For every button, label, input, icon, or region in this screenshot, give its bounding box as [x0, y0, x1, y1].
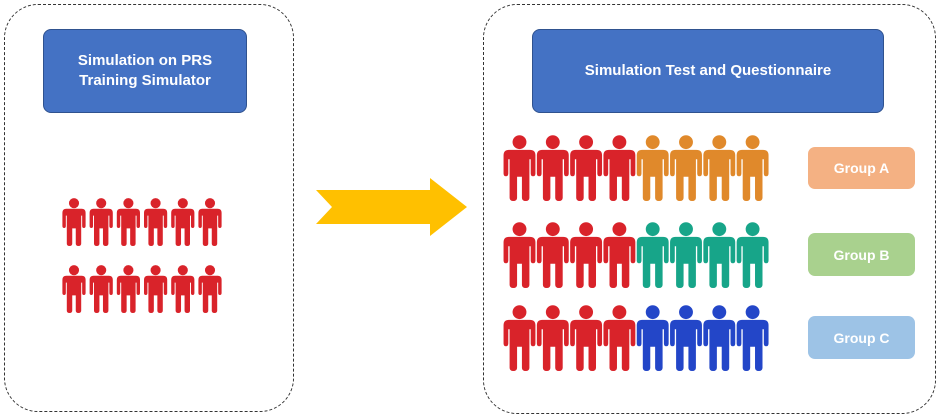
group-b-label: Group B — [808, 233, 915, 276]
control-participant-icon — [570, 305, 603, 371]
control-participant-icon — [603, 222, 636, 288]
control-participant-icon — [570, 222, 603, 288]
group-participant-icon — [670, 305, 702, 371]
test-questionnaire-title: Simulation Test and Questionnaire — [532, 29, 884, 113]
control-participant-icon — [603, 305, 636, 371]
group-participant-icon — [736, 305, 769, 371]
control-participant-icon — [503, 305, 536, 371]
flow-arrow-icon — [316, 178, 467, 236]
right-panel — [483, 4, 936, 414]
test-questionnaire-title-text: Simulation Test and Questionnaire — [584, 62, 832, 79]
group-participant-icon — [636, 135, 669, 201]
group-a-label-text: Group A — [833, 160, 890, 176]
training-simulation-title: Simulation on PRS Training Simulator — [43, 29, 247, 113]
group-participant-icon — [703, 222, 736, 288]
control-participant-icon — [570, 135, 603, 201]
group-participant-icon — [670, 222, 702, 288]
group-participant-icon — [736, 222, 769, 288]
control-participant-icon — [536, 305, 569, 371]
control-participant-icon — [503, 135, 536, 201]
control-participant-icon — [503, 222, 536, 288]
group-participant-icon — [703, 305, 736, 371]
group-b-label-text: Group B — [833, 246, 890, 263]
group-participant-icon — [703, 135, 736, 201]
control-participant-icon — [603, 135, 636, 201]
group-participant-icon — [670, 135, 702, 201]
control-participant-icon — [536, 222, 569, 288]
left-panel — [4, 4, 294, 412]
control-participant-icon — [536, 135, 569, 201]
group-a-label: Group A — [808, 147, 915, 189]
group-c-label: Group C — [808, 316, 915, 359]
group-c-label-text: Group C — [833, 329, 890, 346]
group-participant-icon — [636, 305, 669, 371]
training-simulation-title-text: Simulation on PRS Training Simulator — [77, 52, 213, 89]
group-participant-icon — [736, 135, 769, 201]
group-participant-icon — [636, 222, 669, 288]
